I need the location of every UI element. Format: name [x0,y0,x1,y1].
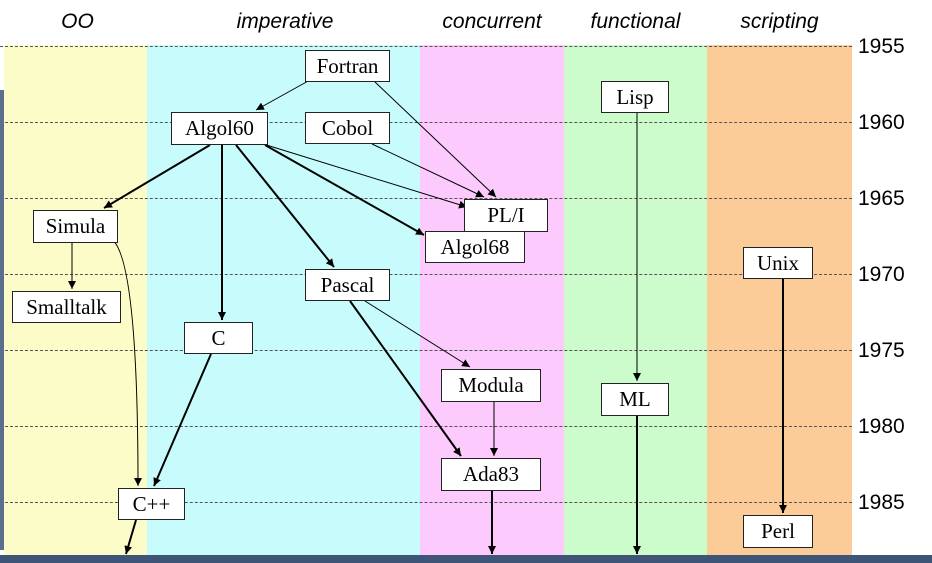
year-label-1965: 1965 [858,187,905,210]
column-header-oo: OO [61,10,94,33]
year-line-1965 [0,198,852,199]
year-label-1980: 1980 [858,415,905,438]
node-algol68: Algol68 [425,231,525,263]
node-algol60: Algol60 [171,112,268,145]
node-cobol: Cobol [305,112,390,144]
year-label-1970: 1970 [858,263,905,286]
node-c: C [184,322,253,354]
year-line-1970 [0,274,852,275]
edge-algol60-to-pli [259,142,468,209]
edge-cobol-to-pli [371,143,485,198]
edge-fortran-to-algol60 [255,79,311,111]
band-scripting [707,45,852,555]
node-ada83: Ada83 [441,458,541,491]
edge-c-to-cpp [153,353,212,487]
slide-frame-bottom [0,555,932,563]
node-lisp: Lisp [601,81,669,113]
node-pascal: Pascal [305,269,390,301]
edge-algol60-to-pascal [235,144,335,268]
node-smalltalk: Smalltalk [12,291,121,323]
slide-frame-left [0,90,4,550]
node-simula: Simula [33,210,118,243]
year-line-1975 [0,350,852,351]
edge-pascal-to-modula [364,300,471,368]
node-fortran: Fortran [305,50,390,82]
edge-algol60-to-simula [103,144,211,209]
year-line-1955 [0,46,852,47]
column-header-functional: functional [590,10,681,33]
node-pli: PL/I [464,199,548,232]
node-modula: Modula [441,369,541,402]
column-header-concurrent: concurrent [442,10,542,33]
year-line-1980 [0,426,852,427]
column-header-imperative: imperative [236,10,334,33]
node-unix: Unix [743,247,813,279]
year-label-1955: 1955 [858,35,905,58]
year-label-1975: 1975 [858,339,905,362]
edge-algol60-to-algol68 [264,144,425,236]
year-line-1960 [0,122,852,123]
year-label-1985: 1985 [858,491,905,514]
year-line-1985 [0,502,852,503]
node-perl: Perl [743,515,813,548]
edge-simula-to-cpp [109,237,142,487]
year-label-1960: 1960 [858,111,905,134]
band-functional [564,45,707,555]
edge-fortran-to-pli [374,81,497,198]
node-cpp: C++ [118,488,185,520]
node-ml: ML [601,383,669,416]
edge-cpp-continues [124,519,137,555]
edge-pascal-to-ada83 [349,300,462,457]
column-header-scripting: scripting [740,10,819,33]
